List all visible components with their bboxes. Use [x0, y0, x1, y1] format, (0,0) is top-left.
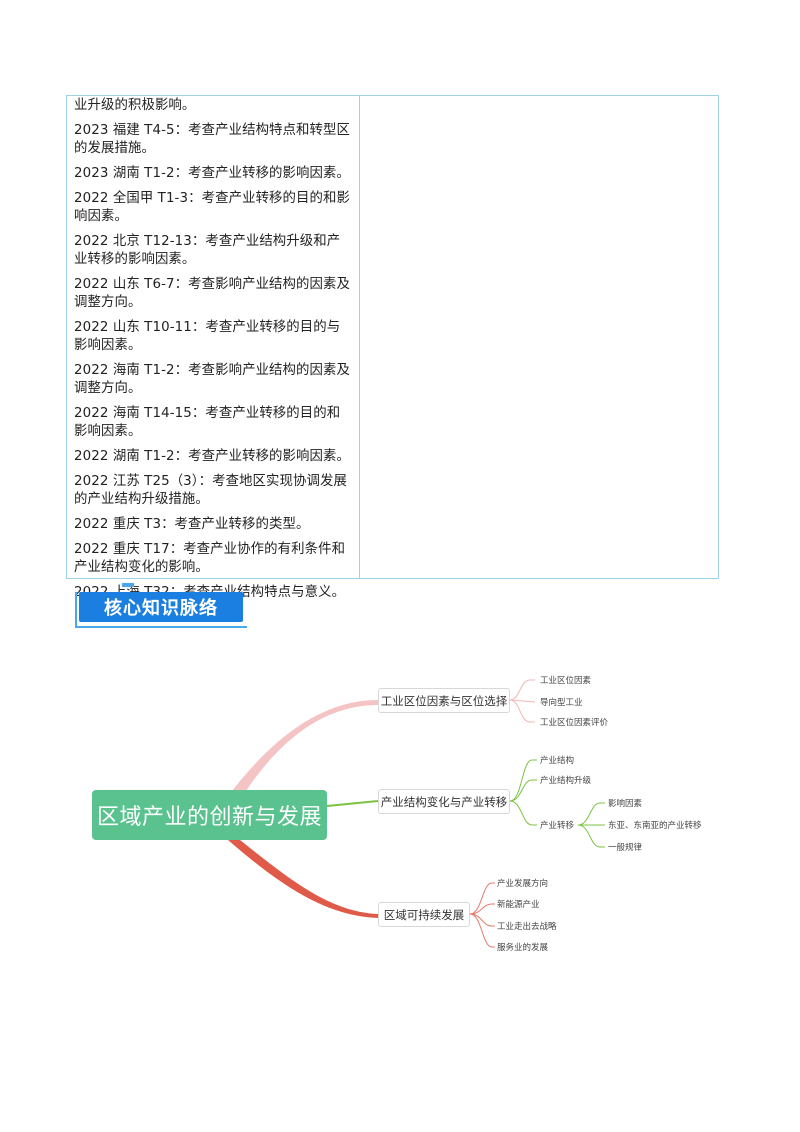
mind-map-leaf: 产业结构	[540, 756, 575, 766]
branch-1-connector	[225, 700, 378, 800]
mind-map-branch-1: 工业区位因素与区位选择	[378, 688, 510, 713]
exam-entry: 2022 海南 T14-15：考查产业转移的目的和影响因素。	[74, 406, 341, 439]
exam-entry: 2022 海南 T1-2：考查影响产业结构的因素及调整方向。	[74, 363, 350, 396]
exam-entry: 2022 湖南 T1-2：考查产业转移的影响因素。	[74, 449, 350, 464]
branch-2-connector	[326, 800, 379, 807]
exam-entry: 2022 全国甲 T1-3：考查产业转移的目的和影响因素。	[74, 191, 350, 224]
exam-entry: 2022 山东 T6-7：考查影响产业结构的因素及调整方向。	[74, 277, 350, 310]
exam-table: 业升级的积极影响。 2023 福建 T4-5：考查产业结构特点和转型区的发展措施…	[66, 95, 719, 600]
branch-2-leaf-connectors	[509, 759, 605, 848]
exam-entry: 2022 北京 T12-13：考查产业结构升级和产业转移的影响因素。	[74, 234, 341, 267]
mind-map-sub-leaf: 影响因素	[608, 799, 643, 809]
banner-accent	[122, 583, 134, 587]
mind-map-leaf: 产业转移	[540, 821, 575, 831]
exam-entry: 2022 重庆 T3：考查产业转移的类型。	[74, 517, 310, 532]
mind-map-sub-leaf: 一般规律	[608, 843, 643, 853]
branch-3-leaf-connectors	[469, 882, 495, 948]
exam-list-column: 业升级的积极影响。 2023 福建 T4-5：考查产业结构特点和转型区的发展措施…	[67, 96, 360, 600]
mind-map-sub-leaf: 东亚、东南亚的产业转移	[608, 821, 702, 831]
mind-map-leaf: 新能源产业	[497, 900, 540, 910]
mind-map-leaf: 产业结构升级	[540, 776, 592, 786]
banner-border-left	[75, 592, 77, 628]
exam-entry: 2023 湖南 T1-2：考查产业转移的影响因素。	[74, 166, 350, 181]
mind-map-leaf: 工业区位因素评价	[540, 718, 609, 728]
mind-map-leaf: 工业区位因素	[540, 676, 592, 686]
branch-3-connector	[228, 840, 378, 918]
mind-map-leaf: 工业走出去战略	[497, 922, 557, 932]
exam-entry: 2022 山东 T10-11：考查产业转移的目的与影响因素。	[74, 320, 341, 353]
banner-border-bottom	[75, 626, 247, 628]
exam-entry: 2022 重庆 T17：考查产业协作的有利条件和产业结构变化的影响。	[74, 542, 346, 575]
exam-entry: 2023 福建 T4-5：考查产业结构特点和转型区的发展措施。	[74, 123, 350, 156]
section-banner: 核心知识脉络	[75, 583, 247, 628]
exam-entry: 业升级的积极影响。	[74, 98, 196, 113]
exam-entry: 2022 江苏 T25（3）：考查地区实现协调发展的产业结构升级措施。	[74, 474, 347, 507]
section-title: 核心知识脉络	[79, 592, 243, 622]
mind-map-leaf: 产业发展方向	[497, 879, 549, 889]
branch-1-leaf-connectors	[509, 679, 536, 723]
mind-map-branch-2: 产业结构变化与产业转移	[378, 789, 510, 814]
mind-map-branch-3: 区域可持续发展	[378, 902, 470, 927]
mind-map-leaf: 服务业的发展	[497, 943, 549, 953]
mind-map-root: 区域产业的创新与发展	[92, 790, 327, 840]
mind-map-leaf: 导向型工业	[540, 698, 583, 708]
